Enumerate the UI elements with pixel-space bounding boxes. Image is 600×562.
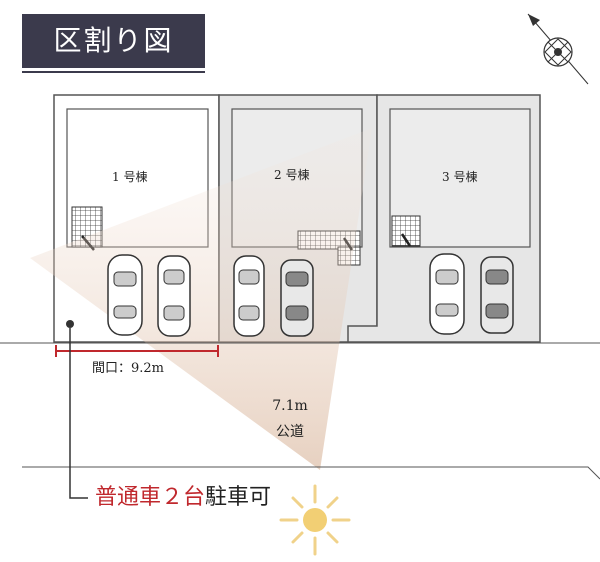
page-title: 区割り図 [53, 24, 174, 57]
lot-label-2: 2 号棟 [274, 168, 310, 182]
title-banner: 区割り図 [22, 14, 205, 73]
car-icon [429, 253, 465, 335]
road-name-label: 公道 [276, 424, 304, 440]
compass-icon [527, 13, 589, 85]
car-icon [233, 255, 265, 337]
road-edges [0, 342, 600, 480]
view-fan [30, 128, 372, 470]
location-pin-icon [66, 320, 88, 499]
car-icon [480, 256, 514, 334]
car-icon [107, 254, 143, 336]
parking-note: 駐車可 [205, 485, 272, 510]
car-icon [280, 259, 314, 337]
lot-label-1: 1 号棟 [112, 170, 148, 184]
parking-caption: 普通車２台駐車可 [95, 479, 271, 511]
road-width-label: 7.1m [272, 398, 308, 414]
frontage-measure [55, 345, 219, 357]
car-icon [157, 255, 191, 337]
parking-capacity: 普通車２台 [95, 485, 206, 510]
parked-cars [107, 253, 514, 337]
frontage-label: 間口：9.2m [92, 361, 165, 376]
lot-label-3: 3 号棟 [442, 170, 478, 184]
sun-icon [279, 484, 351, 556]
